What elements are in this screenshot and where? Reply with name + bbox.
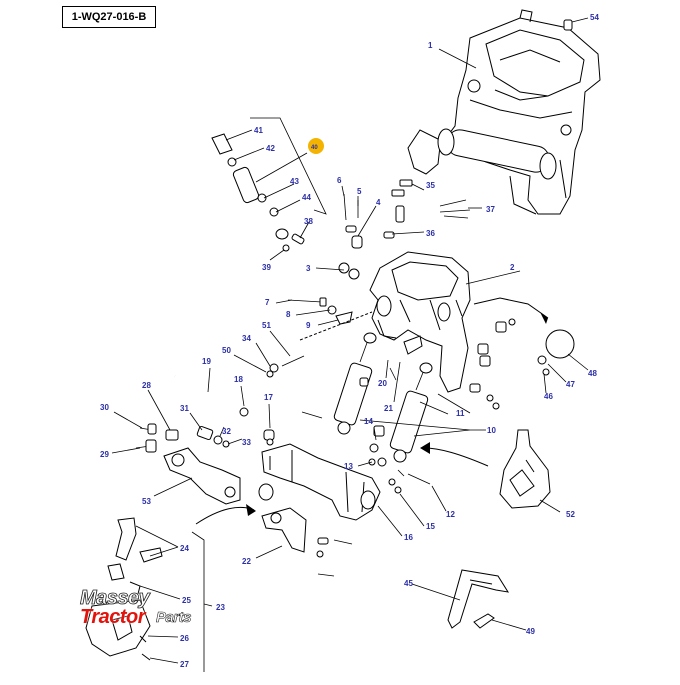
part-10-lift-cylinder-right (389, 362, 433, 463)
watermark-parts: Parts (156, 609, 192, 627)
callout-14: 14 (364, 417, 373, 426)
callout-2: 2 (510, 263, 515, 272)
callout-23: 23 (216, 603, 225, 612)
callout-32: 32 (222, 427, 231, 436)
callout-49: 49 (526, 627, 535, 636)
assembly-arrows (195, 311, 489, 525)
callout-27: 27 (180, 660, 189, 669)
callout-54: 54 (590, 13, 599, 22)
callout-labels: 1 2 3 4 5 6 7 8 9 10 11 12 13 14 15 16 1… (100, 13, 599, 669)
callout-5: 5 (357, 187, 362, 196)
callout-50: 50 (222, 346, 231, 355)
part-49-pin (473, 613, 495, 629)
callout-15: 15 (426, 522, 435, 531)
callout-45: 45 (404, 579, 413, 588)
callout-17: 17 (264, 393, 273, 402)
callout-47: 47 (566, 380, 575, 389)
callout-51: 51 (262, 321, 271, 330)
callout-33: 33 (242, 438, 251, 447)
part-52-hardware-bag (499, 429, 551, 509)
callout-44: 44 (302, 193, 311, 202)
callout-16: 16 (404, 533, 413, 542)
callout-highlight-40 (308, 138, 324, 154)
part-53-left-bracket (163, 447, 241, 505)
part-19-long-shaft (174, 374, 245, 414)
callout-18: 18 (234, 375, 243, 384)
callout-37: 37 (486, 205, 495, 214)
callout-36: 36 (426, 229, 435, 238)
callout-28: 28 (142, 381, 151, 390)
part-22-lift-arm-bracket (261, 507, 307, 553)
callout-10: 10 (487, 426, 496, 435)
callout-43: 43 (290, 177, 299, 186)
part-1-main-housing (407, 9, 601, 215)
watermark-tractor: Tractor (80, 606, 146, 628)
leader-lines (111, 17, 589, 672)
callout-34: 34 (242, 334, 251, 343)
callout-21: 21 (384, 404, 393, 413)
callout-24: 24 (180, 544, 189, 553)
callout-26: 26 (180, 634, 189, 643)
callout-13: 13 (344, 462, 353, 471)
watermark-massey: Massey (80, 587, 151, 610)
part-2-lift-housing (369, 251, 471, 393)
part-16-lift-arm-assembly (258, 443, 381, 521)
callout-6: 6 (337, 176, 342, 185)
callout-46: 46 (544, 392, 553, 401)
callout-53: 53 (142, 497, 151, 506)
callout-41: 41 (254, 126, 263, 135)
callout-7: 7 (265, 298, 270, 307)
callout-30: 30 (100, 403, 109, 412)
diagram-reference-code: 1-WQ27-016-B (62, 6, 156, 28)
callout-22: 22 (242, 557, 251, 566)
callout-12: 12 (446, 510, 455, 519)
part-24-hook-assembly (85, 517, 163, 661)
callout-9: 9 (306, 321, 311, 330)
callout-8: 8 (286, 310, 291, 319)
callout-31: 31 (180, 404, 189, 413)
callout-48: 48 (588, 369, 597, 378)
small-hardware-pieces (135, 19, 573, 577)
callout-11: 11 (456, 409, 465, 418)
callout-40: 40 (311, 145, 318, 151)
callout-39: 39 (262, 263, 271, 272)
callout-4: 4 (376, 198, 381, 207)
callout-25: 25 (182, 596, 191, 605)
callout-35: 35 (426, 181, 435, 190)
callout-20: 20 (378, 379, 387, 388)
callout-52: 52 (566, 510, 575, 519)
part-45-link-bracket (447, 569, 510, 629)
part-48-cover-plate (473, 297, 575, 359)
callout-29: 29 (100, 450, 109, 459)
callout-38: 38 (304, 217, 313, 226)
callout-19: 19 (202, 357, 211, 366)
callout-1: 1 (428, 41, 433, 50)
callout-3: 3 (306, 264, 311, 273)
callout-42: 42 (266, 144, 275, 153)
